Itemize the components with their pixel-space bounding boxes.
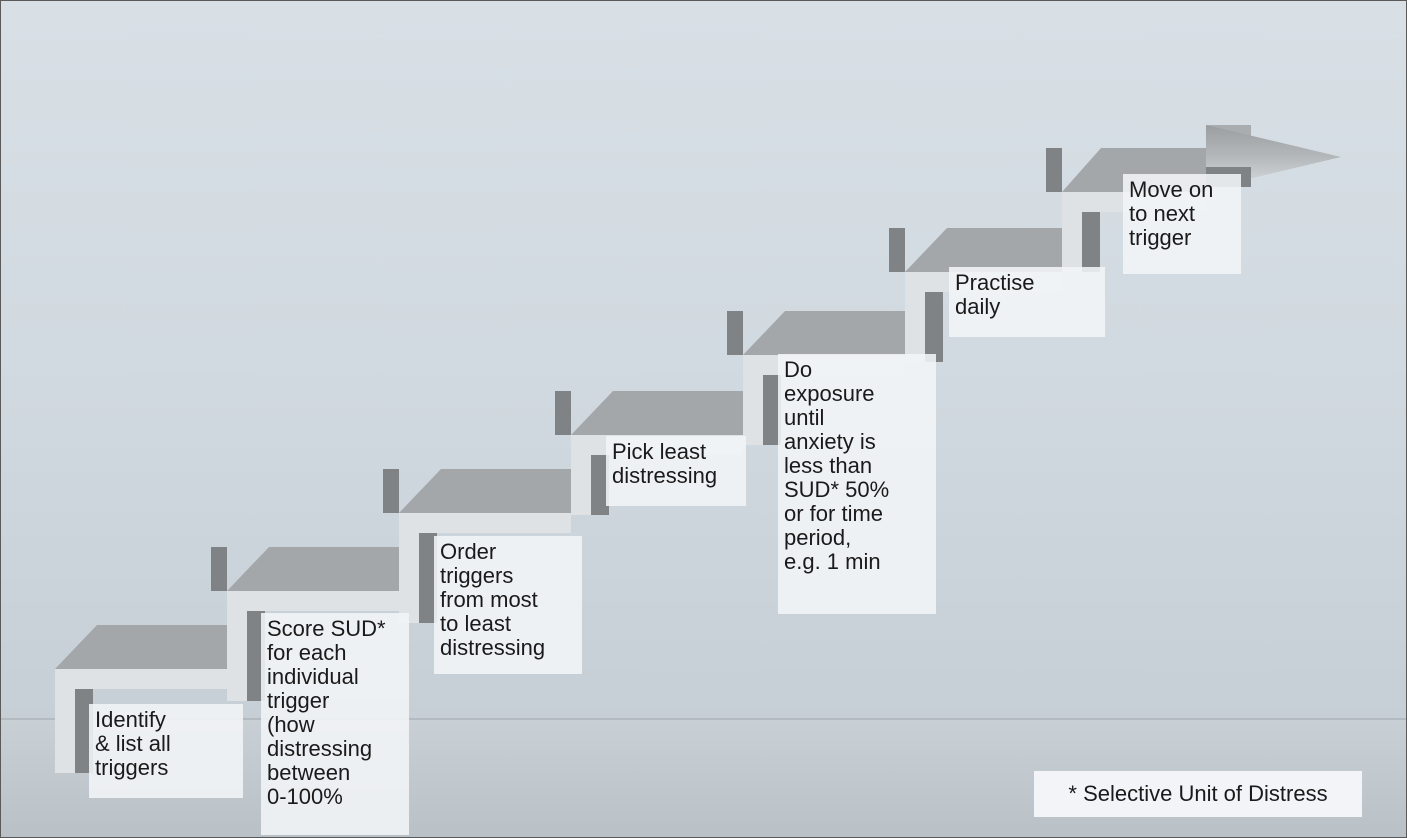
step-move-on-label: Move on to next trigger bbox=[1123, 174, 1241, 274]
step-practise-label: Practise daily bbox=[949, 267, 1105, 337]
step-score-label: Score SUD* for each individual trigger (… bbox=[261, 613, 409, 835]
stair-treads bbox=[55, 148, 1206, 669]
stair-shadows bbox=[75, 148, 1100, 773]
step-exposure-label: Do exposure until anxiety is less than S… bbox=[778, 354, 936, 614]
wall bbox=[1, 1, 1406, 719]
step-identify-label: Identify & list all triggers bbox=[89, 704, 243, 798]
step-order-label: Order triggers from most to least distre… bbox=[434, 536, 582, 674]
step-pick-label: Pick least distressing bbox=[606, 436, 746, 506]
sud-footnote: * Selective Unit of Distress bbox=[1034, 771, 1362, 817]
